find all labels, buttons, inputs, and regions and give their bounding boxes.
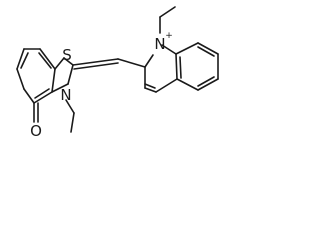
bond <box>39 48 56 70</box>
thiazole-nitrogen-atom-label: N <box>60 86 71 104</box>
bond <box>67 64 74 85</box>
bond <box>23 88 35 104</box>
bond <box>197 78 219 91</box>
bond <box>70 112 75 133</box>
bond <box>34 88 50 99</box>
bond <box>20 52 29 69</box>
quinolinium-nitrogen-atom-label: N <box>154 35 165 53</box>
sulfur-atom-label: S <box>62 46 72 64</box>
bond <box>159 6 176 18</box>
bond <box>197 76 215 87</box>
bond <box>38 52 52 69</box>
bond <box>155 78 178 93</box>
bond <box>161 44 177 55</box>
bond <box>63 57 74 66</box>
carbonyl-oxygen-atom-label: O <box>30 122 42 140</box>
chemical-structure-diagram: S N N + O <box>16 6 219 140</box>
bond <box>179 56 182 79</box>
positive-charge-label: + <box>165 31 173 41</box>
bond <box>144 87 157 93</box>
bond-network <box>16 6 219 133</box>
bond <box>51 68 56 93</box>
bond <box>176 78 199 91</box>
bond <box>33 91 53 104</box>
bond <box>73 62 119 70</box>
bond <box>16 68 25 90</box>
atom-labels: S N N + O <box>30 31 173 140</box>
bond <box>175 42 199 55</box>
bond <box>197 42 219 55</box>
bond <box>175 53 178 80</box>
bond <box>72 58 119 66</box>
bond <box>54 57 65 70</box>
bond <box>144 54 154 68</box>
bond <box>117 58 146 68</box>
bond <box>51 83 69 93</box>
bond <box>197 46 215 57</box>
bond <box>144 83 156 89</box>
bond <box>65 99 75 114</box>
bond <box>16 48 25 70</box>
